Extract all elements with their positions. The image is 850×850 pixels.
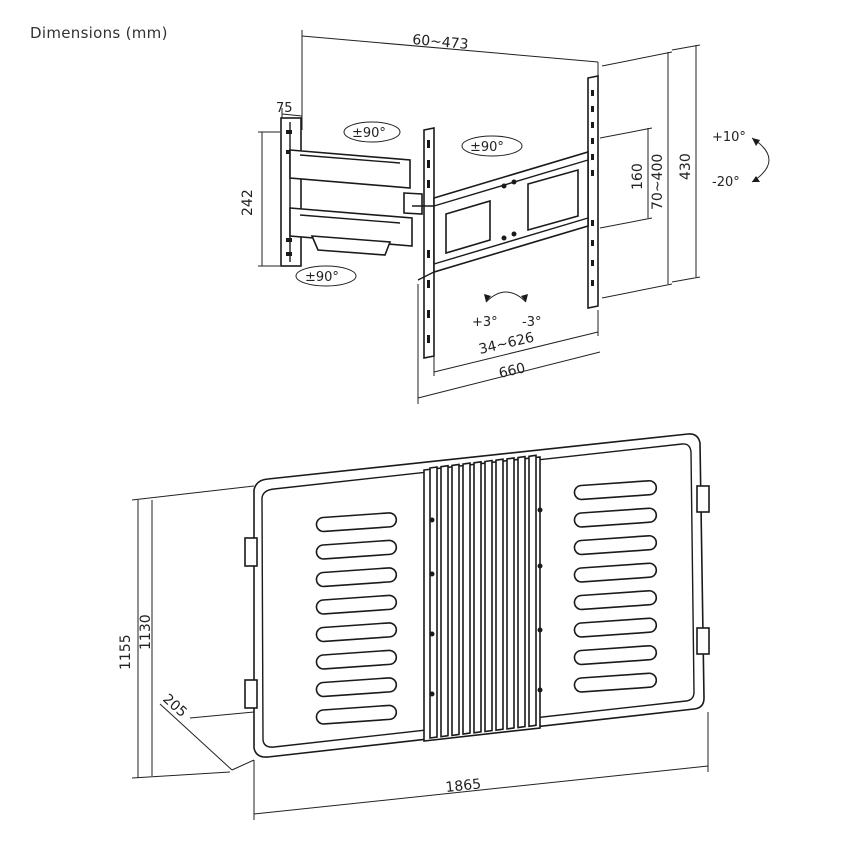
heatsink-fin <box>473 460 482 734</box>
label-1130: 1130 <box>138 614 154 650</box>
dim-430: 430 <box>671 44 701 283</box>
heatsink-fin <box>528 454 537 728</box>
vent-slot <box>573 562 658 583</box>
label-34-626: 34~626 <box>477 330 536 358</box>
label-205: 205 <box>159 691 190 721</box>
vent-slot <box>573 617 658 638</box>
label-swivel-plus: +3° <box>472 315 498 330</box>
vent-slot <box>315 622 398 643</box>
dim-160: 160 <box>599 127 653 229</box>
label-75: 75 <box>276 101 293 116</box>
vent-slot <box>315 649 398 670</box>
vent-slot <box>315 704 398 725</box>
right-vent-slots <box>573 479 658 693</box>
label-tilt-down: -20° <box>712 175 740 190</box>
left-vent-slots <box>315 512 398 725</box>
label-1865: 1865 <box>445 776 482 796</box>
heatsink-fin <box>484 459 493 733</box>
vesa-crossbar <box>412 150 589 281</box>
heatsink-fin <box>495 458 504 732</box>
vent-slot <box>573 507 658 528</box>
label-tilt-up: +10° <box>712 130 746 145</box>
label-660: 660 <box>497 360 527 382</box>
rotation-center: ±90° <box>461 135 523 157</box>
heatsink-fin <box>451 463 460 737</box>
dim-1865: 1865 <box>253 712 709 820</box>
label-rot-arm-top: ±90° <box>352 126 386 141</box>
dim-1155: 1155 <box>118 485 255 779</box>
dim-60-473: 60~473 <box>301 30 599 130</box>
vent-slot <box>573 644 658 666</box>
label-swivel-minus: -3° <box>522 315 541 330</box>
label-160: 160 <box>630 163 646 190</box>
wall-plate <box>280 117 302 267</box>
articulating-arms <box>289 149 423 256</box>
vent-slot <box>315 594 398 615</box>
back-view-screen: 1155 1130 205 1865 <box>118 433 710 820</box>
dim-660: 660 <box>417 284 601 404</box>
swivel-indicator: +3° -3° <box>472 291 541 330</box>
vent-slot <box>315 567 398 588</box>
label-1155: 1155 <box>118 634 134 670</box>
vesa-left-upright <box>423 127 435 359</box>
side-hinges <box>244 485 710 709</box>
heatsink-fin <box>462 462 471 736</box>
dim-1130: 1130 <box>138 500 154 776</box>
heatsink-fin <box>517 455 526 729</box>
vent-slot <box>573 479 658 501</box>
dim-242: 242 <box>240 131 280 267</box>
center-heatsink <box>423 454 543 742</box>
vent-slot <box>573 672 658 693</box>
vent-slot <box>315 539 398 560</box>
label-rot-bottom: ±90° <box>305 270 339 285</box>
vent-slot <box>573 534 658 556</box>
vent-slot <box>315 677 398 698</box>
tilt-indicator: +10° -20° <box>712 130 770 190</box>
vent-slot <box>573 589 658 611</box>
vent-slot <box>315 512 398 533</box>
label-rot-center: ±90° <box>470 140 504 155</box>
heatsink-fin <box>429 466 438 739</box>
rotation-bottom: ±90° <box>295 265 357 287</box>
label-60-473: 60~473 <box>412 32 469 53</box>
wall-mount-bracket: 60~473 75 242 <box>240 30 770 404</box>
diagram-title: Dimensions (mm) <box>30 24 168 42</box>
label-70-400: 70~400 <box>650 154 666 210</box>
heatsink-fin <box>506 456 515 730</box>
label-430: 430 <box>678 153 694 180</box>
heatsink-fin <box>440 464 449 738</box>
vesa-right-upright <box>587 75 599 309</box>
dim-205: 205 <box>159 691 255 771</box>
rotation-arm-top: ±90° <box>343 121 401 143</box>
dim-70-400: 70~400 <box>601 51 673 299</box>
label-242: 242 <box>240 189 256 216</box>
